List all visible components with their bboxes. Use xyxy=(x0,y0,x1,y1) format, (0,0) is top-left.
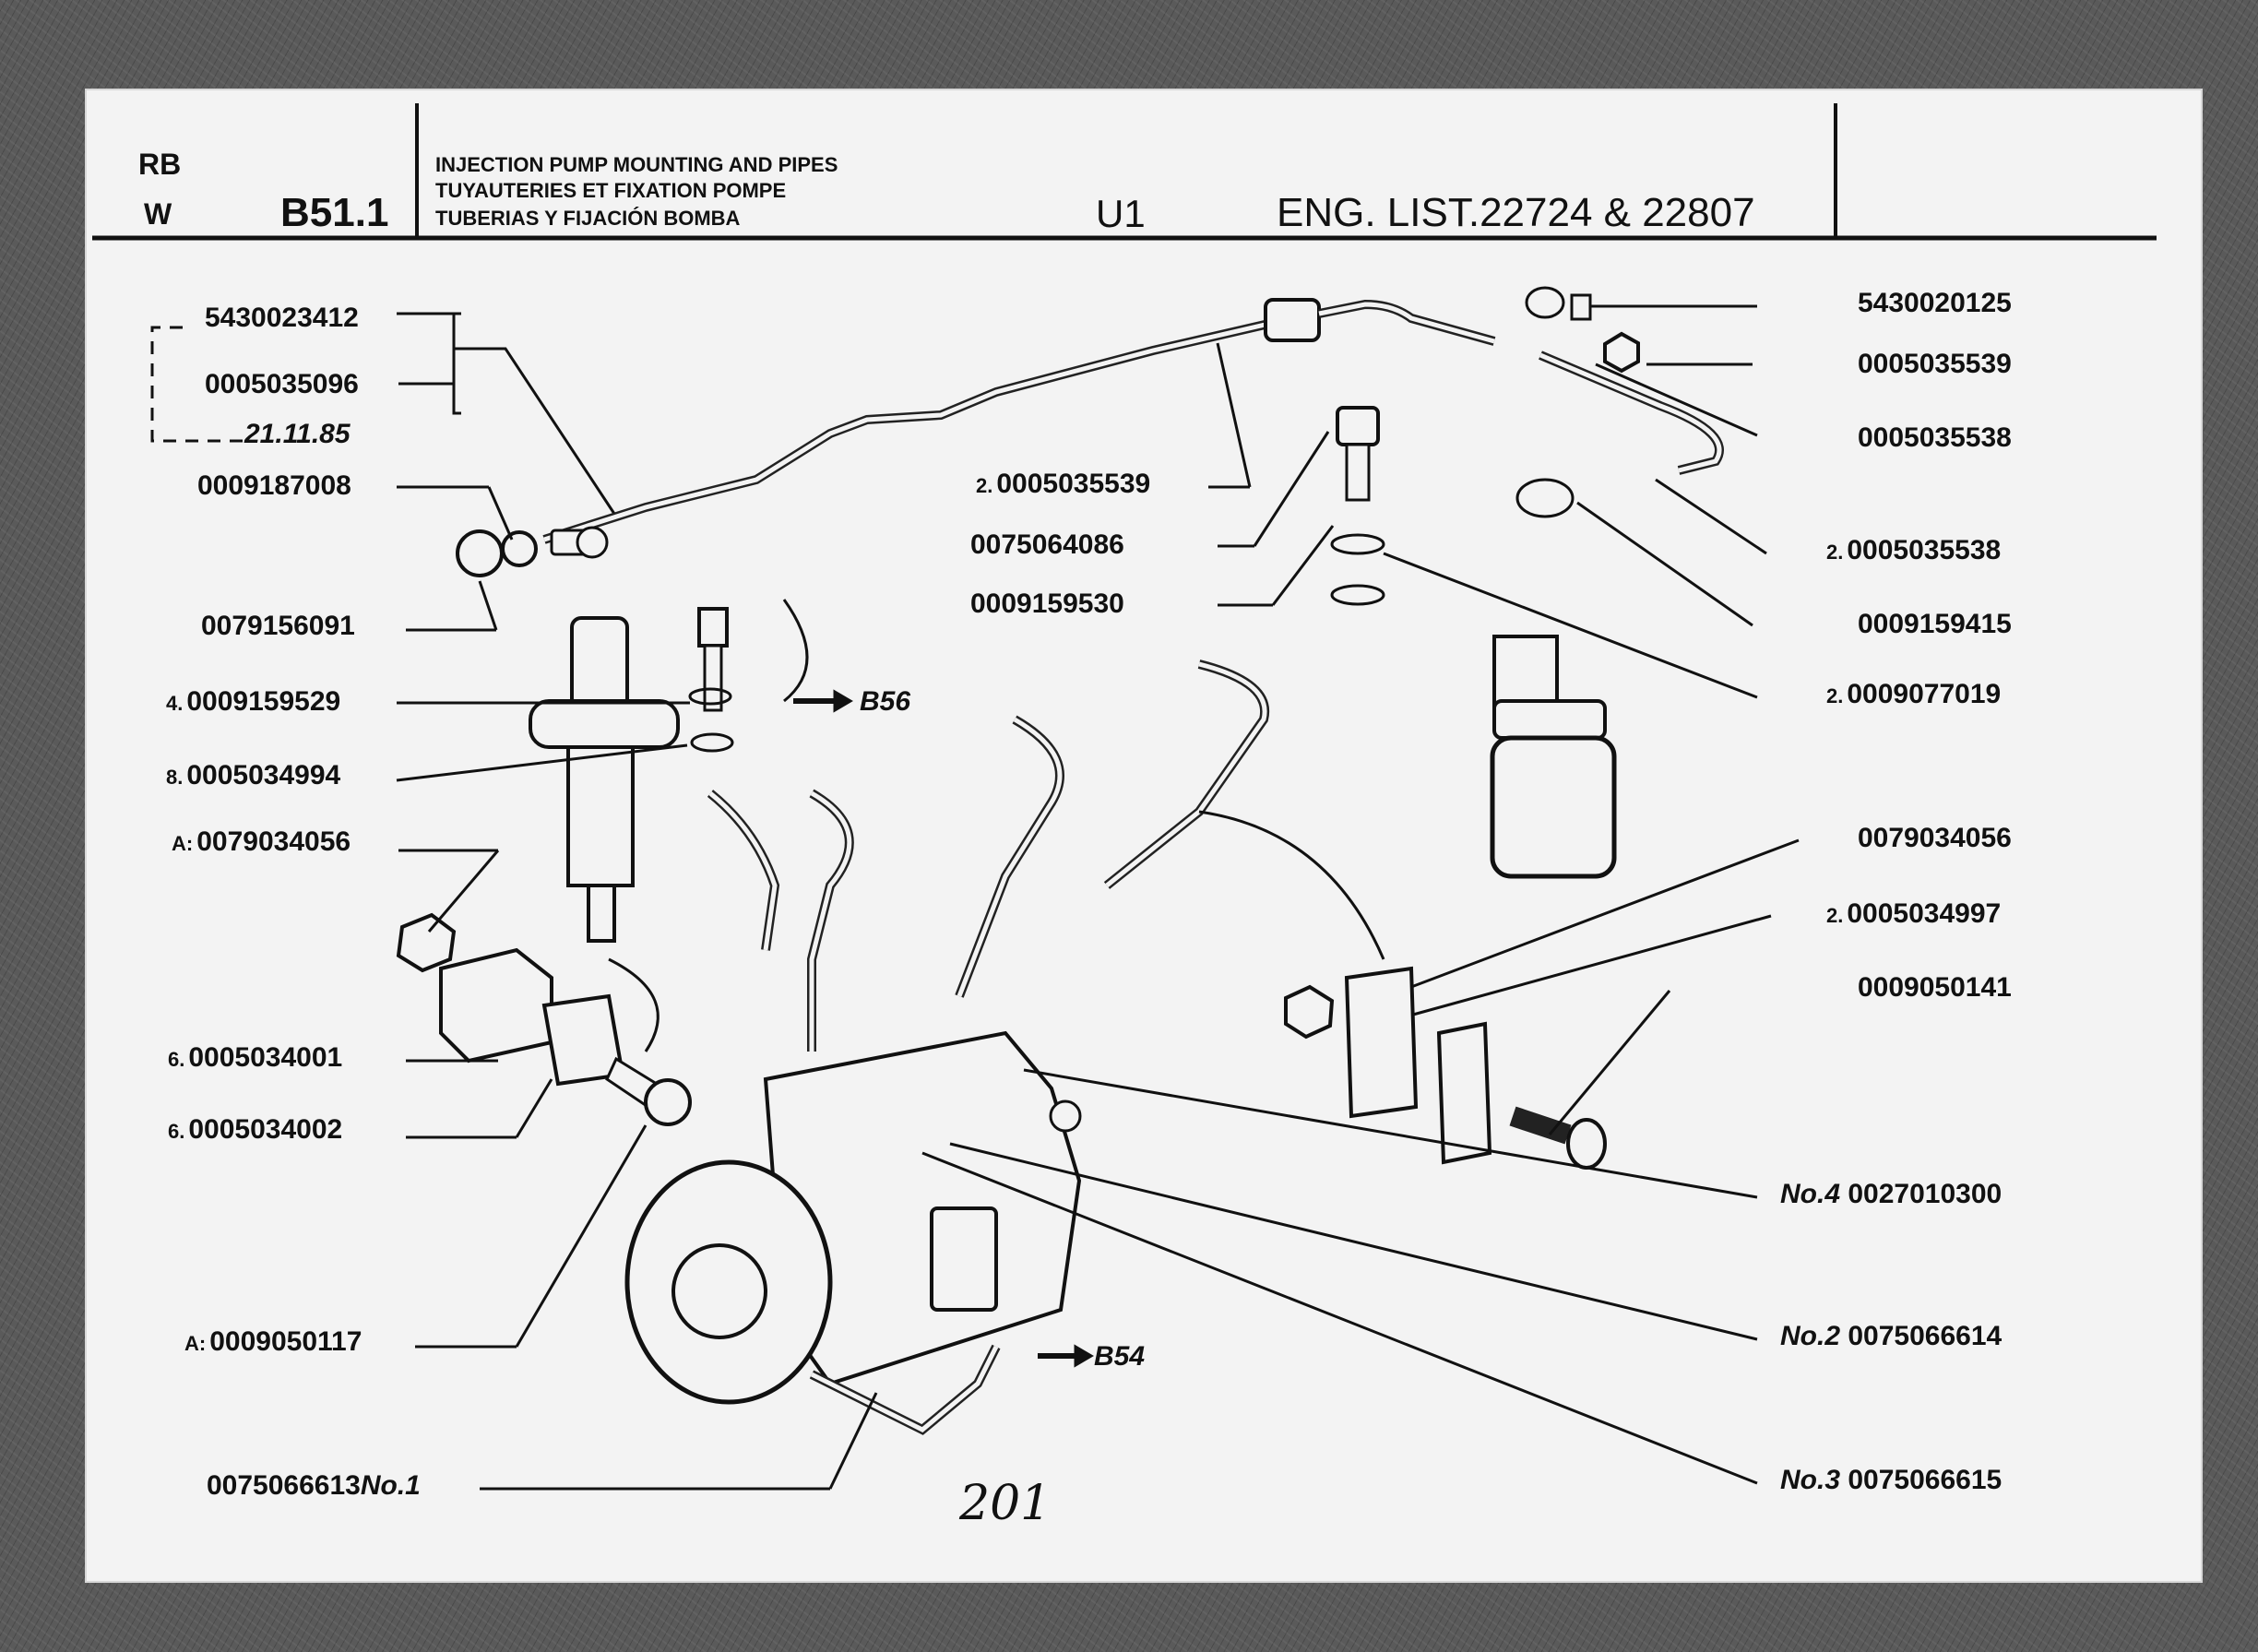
label-0009077019: 2.0009077019 xyxy=(1826,679,2002,709)
label-0075066615: No.3 0075066615 xyxy=(1780,1465,2002,1495)
header-eng-list: ENG. LIST.22724 & 22807 xyxy=(1277,190,1755,235)
header-rb: RB xyxy=(138,148,182,181)
label-0005035096: 0005035096 xyxy=(205,369,359,399)
label-0009159415: 0009159415 xyxy=(1858,609,2012,639)
label-0075064086: 0075064086 xyxy=(970,529,1124,560)
label-0009187008: 0009187008 xyxy=(197,470,351,501)
ref-b56: B56 xyxy=(860,686,911,717)
label-0005035538: 0005035538 xyxy=(1858,422,2012,453)
label-0075066614: No.2 0075066614 xyxy=(1780,1321,2002,1351)
header-title-es: TUBERIAS Y FIJACIÓN BOMBA xyxy=(435,207,741,230)
label-0005035539-center: 2.0005035539 xyxy=(976,469,1151,499)
label-0009159530: 0009159530 xyxy=(970,588,1124,619)
label-0009050117: A:0009050117 xyxy=(184,1326,362,1357)
label-0005035538-qty2: 2.0005035538 xyxy=(1826,535,2002,565)
label-0005035539-right: 0005035539 xyxy=(1858,349,2012,379)
label-0005034994: 8.0005034994 xyxy=(166,760,341,790)
handwritten-page-number: 201 xyxy=(959,1476,1052,1531)
label-0005034002: 6.0005034002 xyxy=(168,1114,343,1145)
header-title-fr: TUYAUTERIES ET FIXATION POMPE xyxy=(435,179,787,202)
header-code: B51.1 xyxy=(280,190,389,235)
header-model: U1 xyxy=(1096,192,1146,235)
header-title-en: INJECTION PUMP MOUNTING AND PIPES xyxy=(435,153,838,176)
catalog-sheet xyxy=(85,89,2203,1583)
label-0079034056-right: 0079034056 xyxy=(1858,823,2012,853)
label-5430020125: 5430020125 xyxy=(1858,288,2012,318)
label-0075066613: 0075066613No.1 xyxy=(207,1470,421,1501)
label-0009050141: 0009050141 xyxy=(1858,972,2012,1003)
label-0027010300: No.4 0027010300 xyxy=(1780,1179,2002,1209)
label-0079034056-left: A:0079034056 xyxy=(172,826,351,857)
label-date-21-11-85: 21.11.85 xyxy=(244,419,351,449)
label-5430023412: 5430023412 xyxy=(205,303,359,333)
label-0005034001: 6.0005034001 xyxy=(168,1042,343,1073)
label-0079156091: 0079156091 xyxy=(201,611,355,641)
label-0005034997: 2.0005034997 xyxy=(1826,898,2002,929)
header-w: W xyxy=(144,197,172,231)
label-0009159529: 4.0009159529 xyxy=(166,686,341,717)
ref-b54: B54 xyxy=(1094,1341,1146,1372)
